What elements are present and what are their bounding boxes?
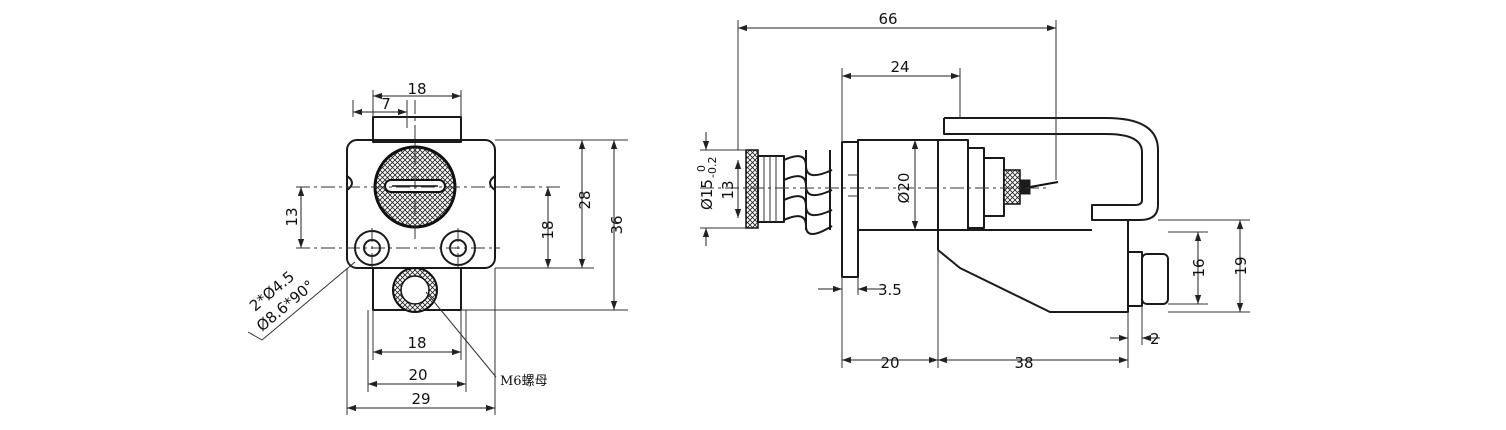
dim-front-bottom-inner: 18 [407,334,426,352]
front-view: 18 7 13 18 28 36 2*Ø4.5 Ø8.6*90° 18 [246,80,628,415]
dim-side-body-base: 20 [880,354,899,372]
dim-side-knob-offset: 2 [1150,330,1160,348]
side-rear-housing [937,139,969,231]
dim-front-total-height: 36 [608,215,626,234]
dim-side-plunger-tol-upper: 0 [695,165,708,172]
dim-side-body-length: 24 [890,58,909,76]
dim-side-bracket-length: 38 [1014,354,1033,372]
dim-front-slot-offset: 7 [381,95,391,113]
top-tab [372,116,462,143]
side-spring [783,150,833,235]
m6-nut [392,267,438,313]
left-notch [346,175,353,191]
dim-side-overall-length: 66 [878,10,897,28]
dim-front-plate-height: 28 [576,190,594,209]
dim-side-flange-diameter: 13 [719,180,737,199]
side-bracket [937,117,1159,313]
nut-label: M6螺母 [500,374,548,389]
dim-side-bracket-height: 19 [1232,256,1250,275]
dim-side-knob-height: 16 [1190,258,1208,277]
dim-front-center-height: 18 [539,220,557,239]
right-notch [489,175,496,191]
side-adjust-knob [1127,251,1169,307]
dim-side-body-diameter: Ø20 [895,173,913,204]
dim-side-plunger-tol-lower: -0.2 [706,157,719,178]
side-knob [745,149,785,229]
side-flange [841,141,859,278]
dim-front-hole-spacing: 13 [283,207,301,226]
dim-side-flange-thickness: 3.5 [878,281,902,299]
dim-side-plunger-diameter: Ø15 [698,179,716,210]
dim-front-top-width: 18 [407,80,426,98]
side-view: 66 24 Ø20 Ø15 0 -0.2 13 3.5 20 38 [695,10,1250,372]
dim-front-bottom-total: 29 [411,390,430,408]
dim-front-bottom-mid: 20 [408,366,427,384]
side-connector [967,147,1059,229]
